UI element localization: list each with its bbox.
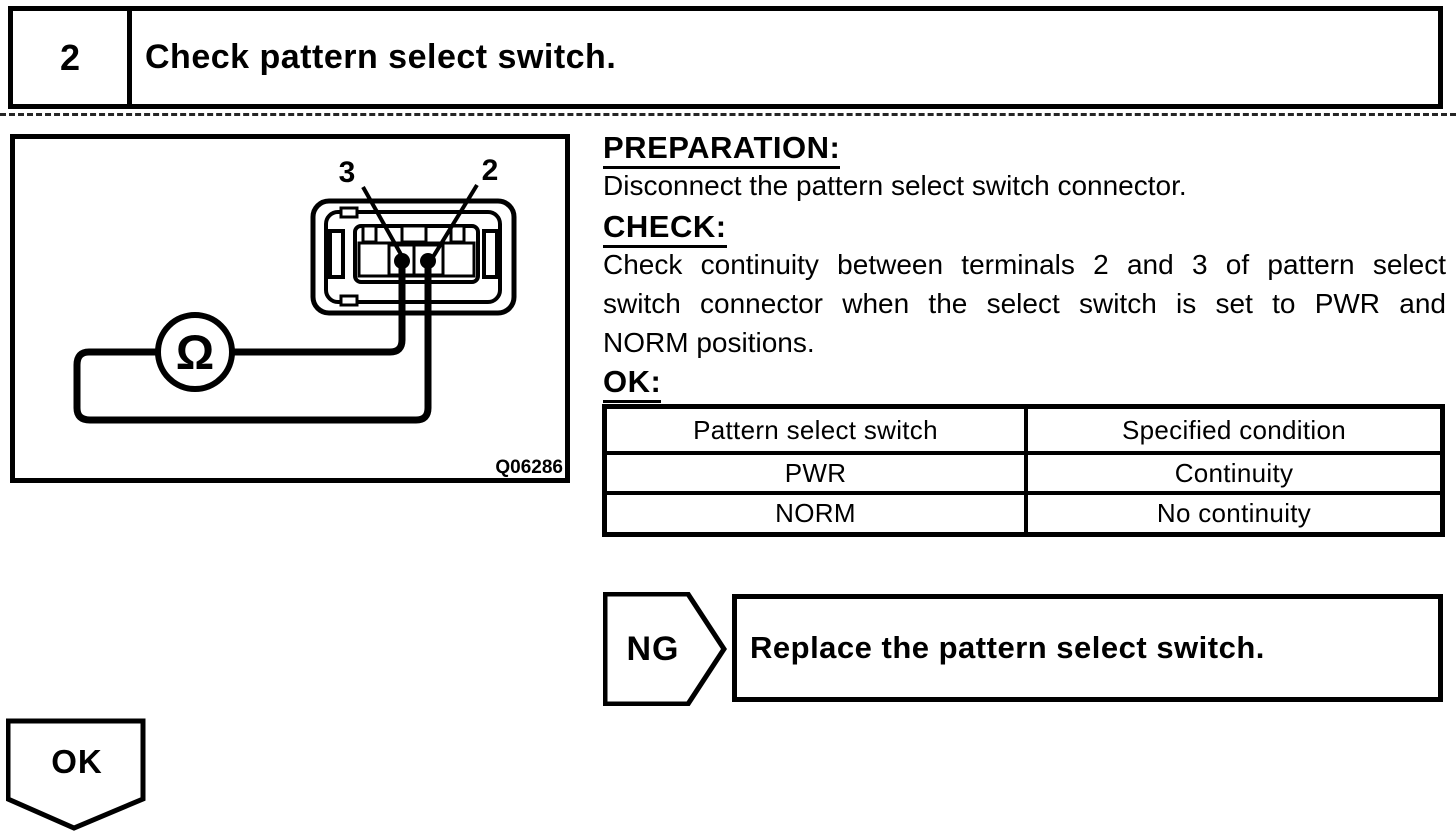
ok-heading: OK:: [603, 366, 662, 403]
leader-line-terminal-3: [361, 186, 405, 259]
terminal-tab-right: [449, 224, 466, 244]
tester-lead-terminal-2: [73, 264, 432, 424]
probe-point-terminal-3: [394, 253, 410, 269]
step-header: 2 Check pattern select switch.: [8, 6, 1443, 109]
check-text: Check continuity between terminals 2 and…: [603, 245, 1446, 362]
check-heading: CHECK:: [603, 211, 727, 248]
ng-pentagon: [603, 592, 727, 706]
spec-table-cell-continuity: Continuity: [1028, 455, 1440, 491]
spec-table-header-switch: Pattern select switch: [607, 409, 1024, 451]
spec-table-header-condition: Specified condition: [1028, 409, 1440, 451]
terminal-tab-left: [361, 224, 378, 244]
terminal-3-label: 3: [339, 156, 356, 189]
figure-box: 3 2 Ω Q06286: [10, 134, 570, 483]
connector-continuity-diagram: 3 2 Ω Q06286: [73, 154, 563, 478]
step-number: 2: [13, 11, 132, 104]
housing-notch-top: [339, 206, 359, 219]
check-text-line: NORM positions.: [603, 327, 815, 358]
check-text-line: Check continuity between terminals 2 and…: [603, 249, 1446, 280]
figure-code: Q06286: [495, 457, 563, 478]
ok-arrow-shape: [6, 718, 146, 831]
probe-point-terminal-2: [420, 253, 436, 269]
housing-notch-bottom: [339, 294, 359, 307]
step-title: Check pattern select switch.: [145, 38, 617, 76]
preparation-text: Disconnect the pattern select switch con…: [603, 170, 1187, 201]
preparation-heading: PREPARATION:: [603, 132, 841, 169]
spec-table-cell-pwr: PWR: [607, 455, 1024, 491]
ohmmeter-circle: [155, 312, 235, 392]
ok-pentagon: [6, 718, 146, 831]
leader-line-terminal-2: [431, 183, 479, 259]
spec-table-cell-no-continuity: No continuity: [1028, 495, 1440, 532]
ng-action-box: Replace the pattern select switch.: [732, 594, 1443, 702]
terminal-tab-middle: [400, 224, 428, 244]
ohm-symbol: Ω: [176, 327, 214, 380]
ng-arrow-shape: [603, 592, 727, 706]
tester-lead-terminal-3: [232, 264, 406, 356]
scan-artifact-line: [0, 113, 1456, 116]
connector-lock-left: [328, 229, 345, 279]
spec-table: Pattern select switch Specified conditio…: [602, 404, 1445, 537]
connector-lock-right: [482, 229, 499, 279]
check-text-line: switch connector when the select switch …: [603, 288, 1446, 319]
terminal-2-label: 2: [482, 154, 499, 187]
spec-table-cell-norm: NORM: [607, 495, 1024, 532]
